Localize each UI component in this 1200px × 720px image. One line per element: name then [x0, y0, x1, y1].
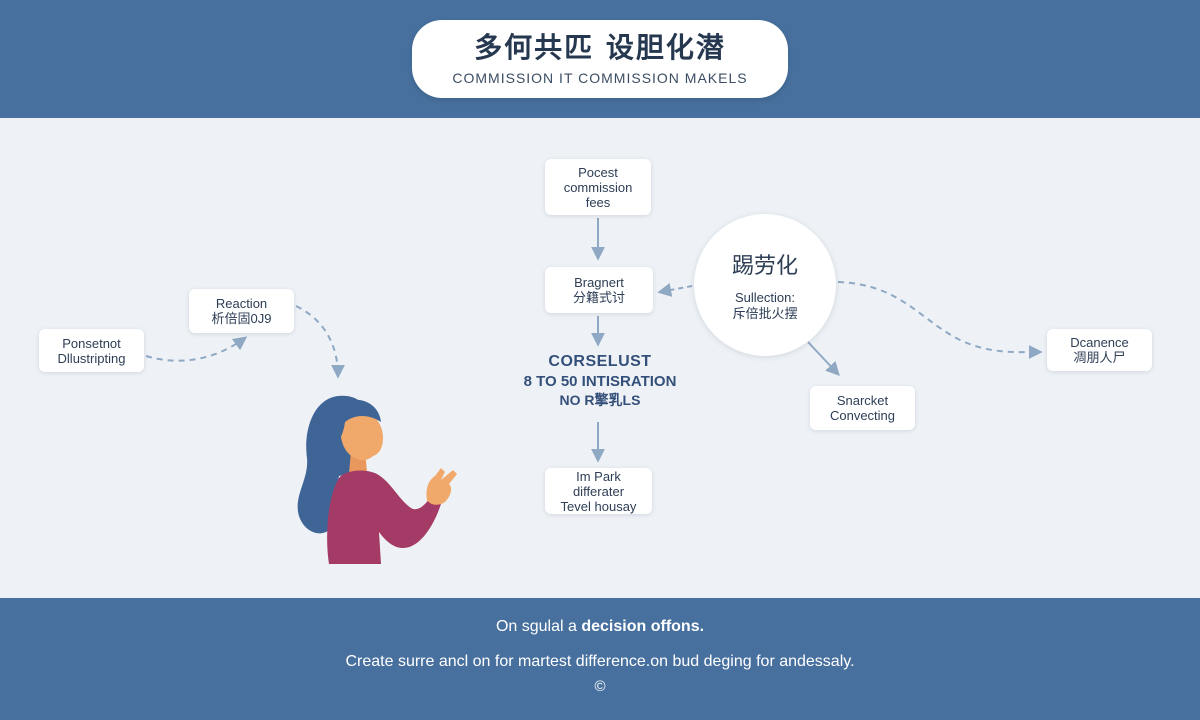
copyright-icon: © — [594, 678, 606, 695]
person-shirt — [327, 470, 441, 564]
node-commission-fees: Pocest commission fees — [545, 159, 651, 215]
node-reaction-line2: 析倍固0J9 — [211, 311, 272, 326]
arrow-circle-to-snarcket — [807, 341, 840, 377]
center-line1: CORSELUST — [548, 353, 652, 370]
arrow-left-to-reaction — [145, 336, 248, 362]
node-reaction-line1: Reaction — [215, 296, 268, 311]
node-commission-fees-line2: commission — [563, 179, 633, 195]
node-circle-sullection: 踢劳化 Sullection: 斥倍批火摆 — [694, 214, 836, 356]
person-illustration — [297, 395, 457, 564]
node-park-differater-line1: Im Park differater — [572, 468, 625, 499]
node-snarcket-line1: Snarcket — [836, 393, 889, 408]
node-bragnert: Bragnert 分籍式讨 — [545, 267, 653, 313]
page-subtitle: COMMISSION IT COMMISSION MAKELS — [452, 70, 748, 86]
circle-line1: Sullection: — [735, 290, 795, 305]
circle-title: 踢劳化 — [731, 253, 798, 278]
footer-headline-prefix: On sgulal a — [495, 618, 582, 635]
node-bragnert-line1: Bragnert — [574, 275, 624, 290]
node-ponsetnot-line1: Ponsetnot — [62, 335, 121, 351]
node-snarcket-line2: Convecting — [829, 408, 896, 423]
node-reaction: Reaction 析倍固0J9 — [189, 289, 294, 333]
node-commission-fees-line1: Pocest — [578, 164, 618, 180]
person-face — [340, 408, 383, 461]
node-bragnert-line2: 分籍式讨 — [572, 290, 625, 305]
arrow-circle-to-right — [837, 281, 1043, 360]
node-dcanence-line1: Dcanence — [1070, 335, 1129, 350]
page-title: 多何共匹 设胆化潜 — [474, 31, 726, 64]
center-label: CORSELUST 8 TO 50 INTISRATION NO R擎乳LS — [490, 352, 710, 410]
node-park-differater: Im Park differater Tevel housay — [545, 468, 652, 514]
circle-line2: 斥倍批火摆 — [732, 306, 798, 321]
center-line3: NO R擎乳LS — [559, 392, 641, 408]
node-snarcket: Snarcket Convecting — [810, 386, 915, 430]
node-ponsetnot: Ponsetnot Dllustripting — [39, 329, 144, 372]
arrow-circle-to-middle — [657, 283, 693, 297]
footer-headline: On sgulal a decision offons. — [0, 618, 1200, 636]
person-hand — [426, 468, 457, 505]
node-park-differater-line2: Tevel housay — [560, 498, 637, 514]
node-commission-fees-line3: fees — [585, 194, 611, 210]
center-line2: 8 TO 50 INTISRATION — [523, 373, 677, 390]
footer-band — [0, 598, 1200, 720]
node-ponsetnot-line2: Dllustripting — [57, 350, 126, 366]
node-dcanence-line2: 凋朋人尸 — [1073, 350, 1126, 365]
footer-headline-bold: decision offons. — [581, 618, 705, 635]
node-dcanence: Dcanence 凋朋人尸 — [1047, 329, 1152, 371]
person-hair-front — [327, 399, 381, 450]
footer-description: Create surre ancl on for martest differe… — [345, 653, 855, 670]
title-card: 多何共匹 设胆化潜 COMMISSION IT COMMISSION MAKEL… — [412, 20, 788, 98]
arrow-reaction-to-person — [295, 305, 345, 379]
